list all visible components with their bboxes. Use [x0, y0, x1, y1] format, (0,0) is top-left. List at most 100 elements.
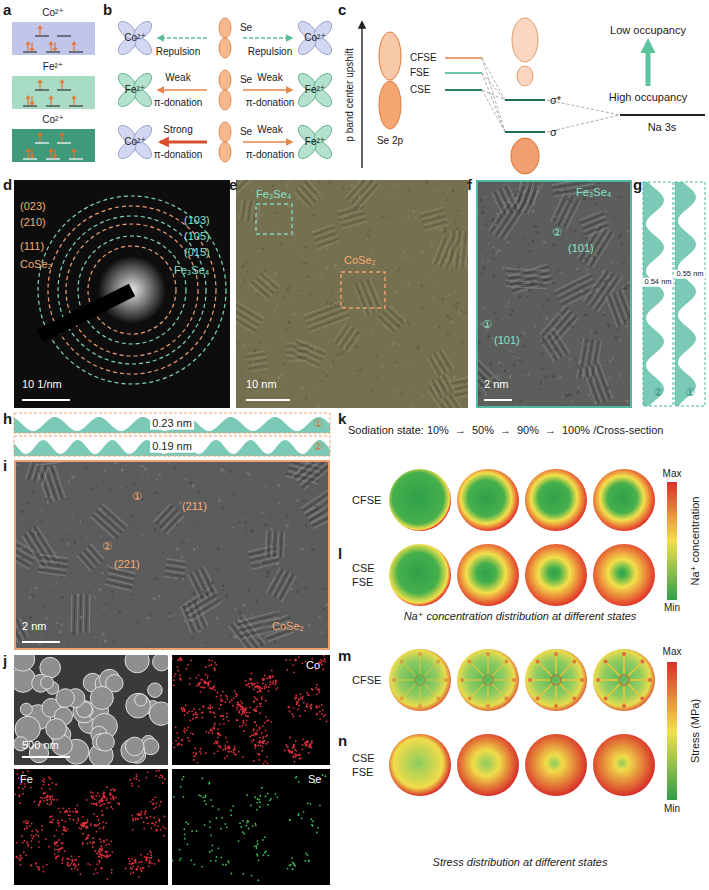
figure-circle [275, 684, 277, 686]
figure-circle [219, 708, 221, 710]
figure-circle [502, 201, 505, 204]
figure-circle [517, 210, 521, 214]
figure-circle [295, 695, 297, 697]
figure-circle [101, 572, 103, 574]
figure-circle [181, 708, 183, 710]
figure-circle [448, 392, 450, 394]
figure-line [292, 350, 321, 362]
figure-circle [411, 387, 413, 389]
figure-circle [261, 688, 263, 690]
figure-circle [253, 683, 255, 685]
figure-circle [303, 702, 305, 704]
figure-circle [261, 698, 263, 700]
figure-circle [495, 252, 498, 255]
figure-circle [316, 707, 318, 709]
figure-circle [55, 582, 57, 584]
figure-rect [12, 22, 95, 55]
figure-g [239, 199, 260, 222]
figure-circle [232, 635, 235, 638]
figure-circle [321, 632, 323, 634]
figure-line [86, 548, 100, 564]
figure-line [506, 268, 547, 270]
figure-circle [483, 307, 486, 310]
figure-circle [305, 246, 308, 249]
figure-circle [340, 351, 343, 354]
figure-circle [324, 661, 326, 663]
figure-line [505, 99, 545, 101]
figure-circle [552, 328, 555, 331]
figure-g [90, 503, 127, 539]
figure-line [165, 565, 185, 568]
figure-circle [358, 194, 361, 197]
figure-line [90, 517, 115, 540]
figure-line [307, 180, 322, 196]
figure-circle [326, 247, 329, 250]
figure-circle [176, 547, 179, 550]
figure-circle [237, 719, 239, 721]
figure-circle [418, 344, 420, 346]
figure-circle [71, 516, 73, 518]
figure-circle [584, 257, 587, 260]
figure-circle [41, 676, 54, 689]
figure-g [337, 204, 368, 229]
figure-line [188, 574, 201, 601]
figure-circle [29, 616, 32, 619]
figure-circle [45, 498, 48, 501]
figure-circle [214, 716, 216, 718]
figure-line [89, 594, 91, 632]
figure-circle [559, 314, 562, 317]
figure-circle [186, 729, 188, 731]
figure-circle [517, 357, 519, 359]
figure-circle [534, 325, 537, 328]
figure-g [551, 193, 581, 229]
figure-line [427, 390, 447, 408]
figure-circle [506, 305, 509, 308]
figure-circle [457, 311, 460, 314]
figure-circle [595, 331, 598, 334]
figure-circle [609, 377, 611, 379]
figure-circle [200, 748, 202, 750]
figure-circle [20, 703, 32, 715]
figure-path [53, 42, 57, 51]
figure-circle [296, 198, 299, 201]
figure-circle [297, 597, 299, 599]
figure-circle [425, 181, 428, 184]
figure-circle [149, 613, 152, 616]
figure-circle [255, 710, 257, 712]
figure-g [540, 306, 579, 346]
figure-circle [521, 285, 523, 287]
figure-circle [258, 754, 260, 756]
figure-circle [405, 376, 407, 378]
figure-circle [420, 284, 423, 287]
figure-g [377, 305, 406, 334]
figure-circle [208, 707, 210, 709]
figure-circle [226, 755, 228, 757]
figure-ellipse [379, 81, 401, 129]
figure-line [349, 180, 371, 202]
figure-path [14, 417, 330, 433]
figure-line [491, 196, 516, 232]
figure-circle [262, 321, 264, 323]
figure-circle [453, 376, 456, 379]
figure-rect [15, 461, 329, 649]
figure-circle [227, 746, 229, 748]
figure-circle [449, 187, 451, 189]
figure-circle [41, 509, 43, 511]
figure-circle [177, 660, 179, 662]
figure-circle [265, 736, 267, 738]
figure-circle [228, 751, 230, 753]
figure-circle [181, 541, 184, 544]
figure-circle [553, 389, 555, 391]
figure-line [287, 360, 309, 361]
figure-circle [321, 380, 323, 382]
figure-circle [301, 548, 304, 551]
figure-circle [257, 295, 259, 297]
figure-circle [254, 696, 256, 698]
figure-circle [259, 712, 261, 714]
figure-circle [528, 244, 530, 246]
figure-circle [354, 345, 358, 349]
figure-circle [180, 679, 182, 681]
figure-circle [482, 266, 486, 270]
figure-circle [294, 660, 296, 662]
figure-circle [612, 396, 614, 398]
